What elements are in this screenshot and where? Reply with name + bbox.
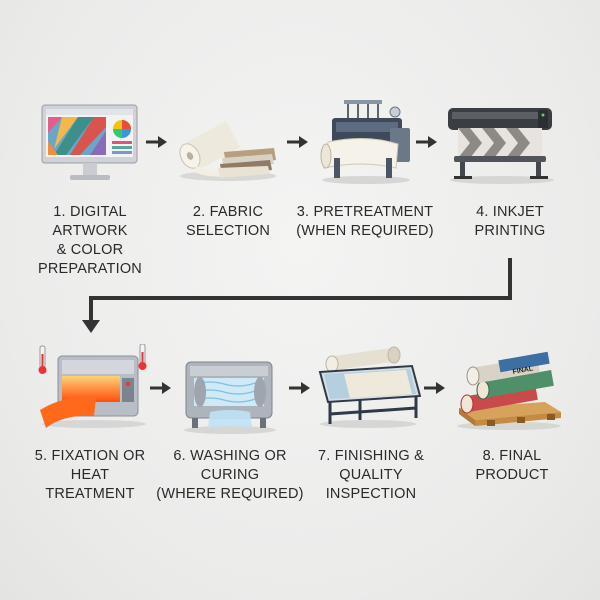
arrow-2-3 <box>287 136 308 148</box>
arrow-1-2 <box>146 136 167 148</box>
arrow-7-8 <box>424 382 445 394</box>
monitor-artwork-icon <box>40 103 140 185</box>
fabric-roll-icon <box>176 108 281 183</box>
washing-machine-icon <box>180 352 280 436</box>
step-1-label: 1. DIGITAL ARTWORK & COLOR PREPARATION <box>38 204 142 277</box>
step-5-label: 5. FIXATION OR HEAT TREATMENT <box>34 448 146 502</box>
inspection-table-icon <box>316 344 421 430</box>
arrow-5-6 <box>150 382 171 394</box>
step-3-label: 3. PRETREATMENT (WHEN REQUIRED) <box>296 204 434 239</box>
pallet-rolls-icon: FINAL <box>453 350 565 432</box>
step-8-label: 8. FINAL PRODUCT <box>475 448 549 483</box>
arrow-6-7 <box>289 382 310 394</box>
arrow-3-4 <box>416 136 437 148</box>
step-4-label: 4. INKJET PRINTING <box>474 204 546 239</box>
step-2-label: 2. FABRIC SELECTION <box>186 204 270 239</box>
heat-press-icon <box>36 344 148 430</box>
step-7-label: 7. FINISHING & QUALITY INSPECTION <box>318 448 424 502</box>
roll-tag: FINAL <box>512 365 534 376</box>
step-6-label: 6. WASHING OR CURING (WHERE REQUIRED) <box>156 448 304 502</box>
pretreatment-machine-icon <box>318 98 413 186</box>
inkjet-printer-icon <box>444 100 559 186</box>
